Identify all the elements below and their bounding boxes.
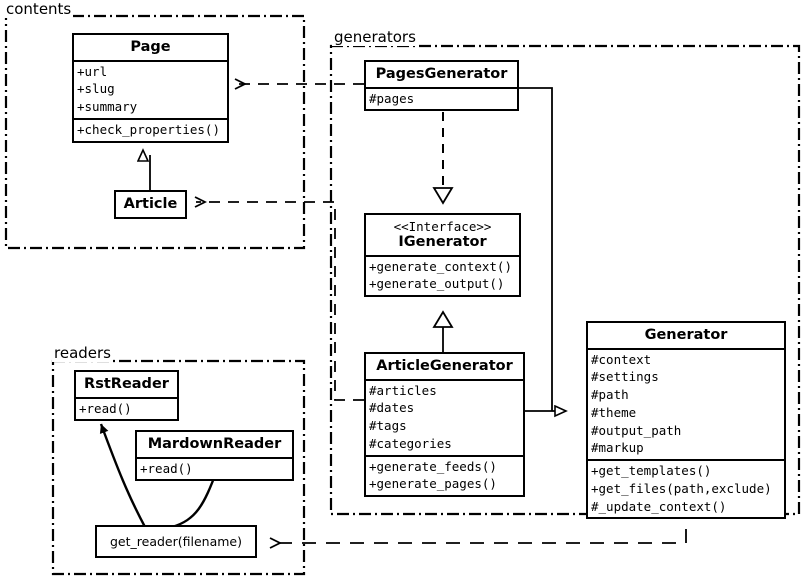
attribute: #markup [591,440,644,456]
operation: +generate_pages() [369,476,497,492]
operation: +get_templates() [591,463,712,479]
class-mardown-reader-operations: +read() [137,459,292,480]
rel-articlegenerator-to-article [196,202,364,401]
operation: +generate_context() [369,258,512,274]
class-igenerator-stereotype: <<Interface>> [393,219,492,234]
class-igenerator-title: <<Interface>> IGenerator [366,215,519,255]
class-mardown-reader[interactable]: MardownReader +read() [135,430,294,482]
class-igenerator[interactable]: <<Interface>> IGenerator +generate_conte… [364,213,521,298]
class-page-operations: +check_properties() [74,120,227,141]
operation: #_update_context() [591,498,727,514]
operation: +read() [79,400,132,416]
package-label-readers: readers [52,344,113,362]
attribute: #context [591,351,652,367]
class-mardown-reader-title: MardownReader [147,436,282,452]
rel-generators-to-generator [519,87,566,418]
class-article-generator[interactable]: ArticleGenerator #articles #dates #tags … [364,352,525,498]
attribute: +url [77,63,108,79]
class-generator-operations: +get_templates() +get_files(path,exclude… [588,461,784,517]
operation: +read() [140,460,193,476]
attribute: #path [591,387,629,403]
function-get-reader[interactable]: get_reader(filename) [95,525,257,558]
operation: +get_files(path,exclude) [591,480,772,496]
package-label-generators: generators [332,28,418,46]
attribute: #output_path [591,422,682,438]
class-generator[interactable]: Generator #context #settings #path #them… [586,321,786,520]
attribute: #categories [369,435,452,451]
class-article-generator-attributes: #articles #dates #tags #categories [366,381,523,455]
class-generator-title: Generator [644,327,728,343]
class-rst-reader-operations: +read() [76,399,177,420]
class-article-generator-operations: +generate_feeds() +generate_pages() [366,457,523,496]
operation: +generate_output() [369,276,505,292]
class-page[interactable]: Page +url +slug +summary +check_properti… [72,33,229,143]
attribute: #settings [591,369,659,385]
class-pages-generator-title: PagesGenerator [375,66,508,82]
operation: +check_properties() [77,121,220,137]
attribute: #theme [591,404,637,420]
class-article[interactable]: Article [114,190,187,219]
class-generator-attributes: #context #settings #path #theme #output_… [588,350,784,460]
class-page-title: Page [130,39,171,55]
attribute: #tags [369,418,407,434]
rel-pagesgenerator-to-igenerator [432,112,454,205]
function-get-reader-label: get_reader(filename) [110,534,242,549]
class-pages-generator-attributes: #pages [366,89,517,110]
attribute: +summary [77,99,138,115]
attribute: #articles [369,382,437,398]
class-igenerator-name: IGenerator [398,234,487,250]
class-rst-reader[interactable]: RstReader +read() [74,370,179,422]
class-rst-reader-title: RstReader [84,376,169,392]
class-article-generator-title: ArticleGenerator [376,358,513,374]
class-article-title: Article [123,196,178,212]
attribute: +slug [77,81,115,97]
package-label-contents: contents [4,0,74,18]
attribute: #pages [369,90,415,106]
class-page-attributes: +url +slug +summary [74,62,227,118]
class-igenerator-operations: +generate_context() +generate_output() [366,257,519,296]
attribute: #dates [369,400,415,416]
class-pages-generator[interactable]: PagesGenerator #pages [364,60,519,112]
rel-articlegenerator-to-igenerator [432,310,454,352]
operation: +generate_feeds() [369,458,497,474]
